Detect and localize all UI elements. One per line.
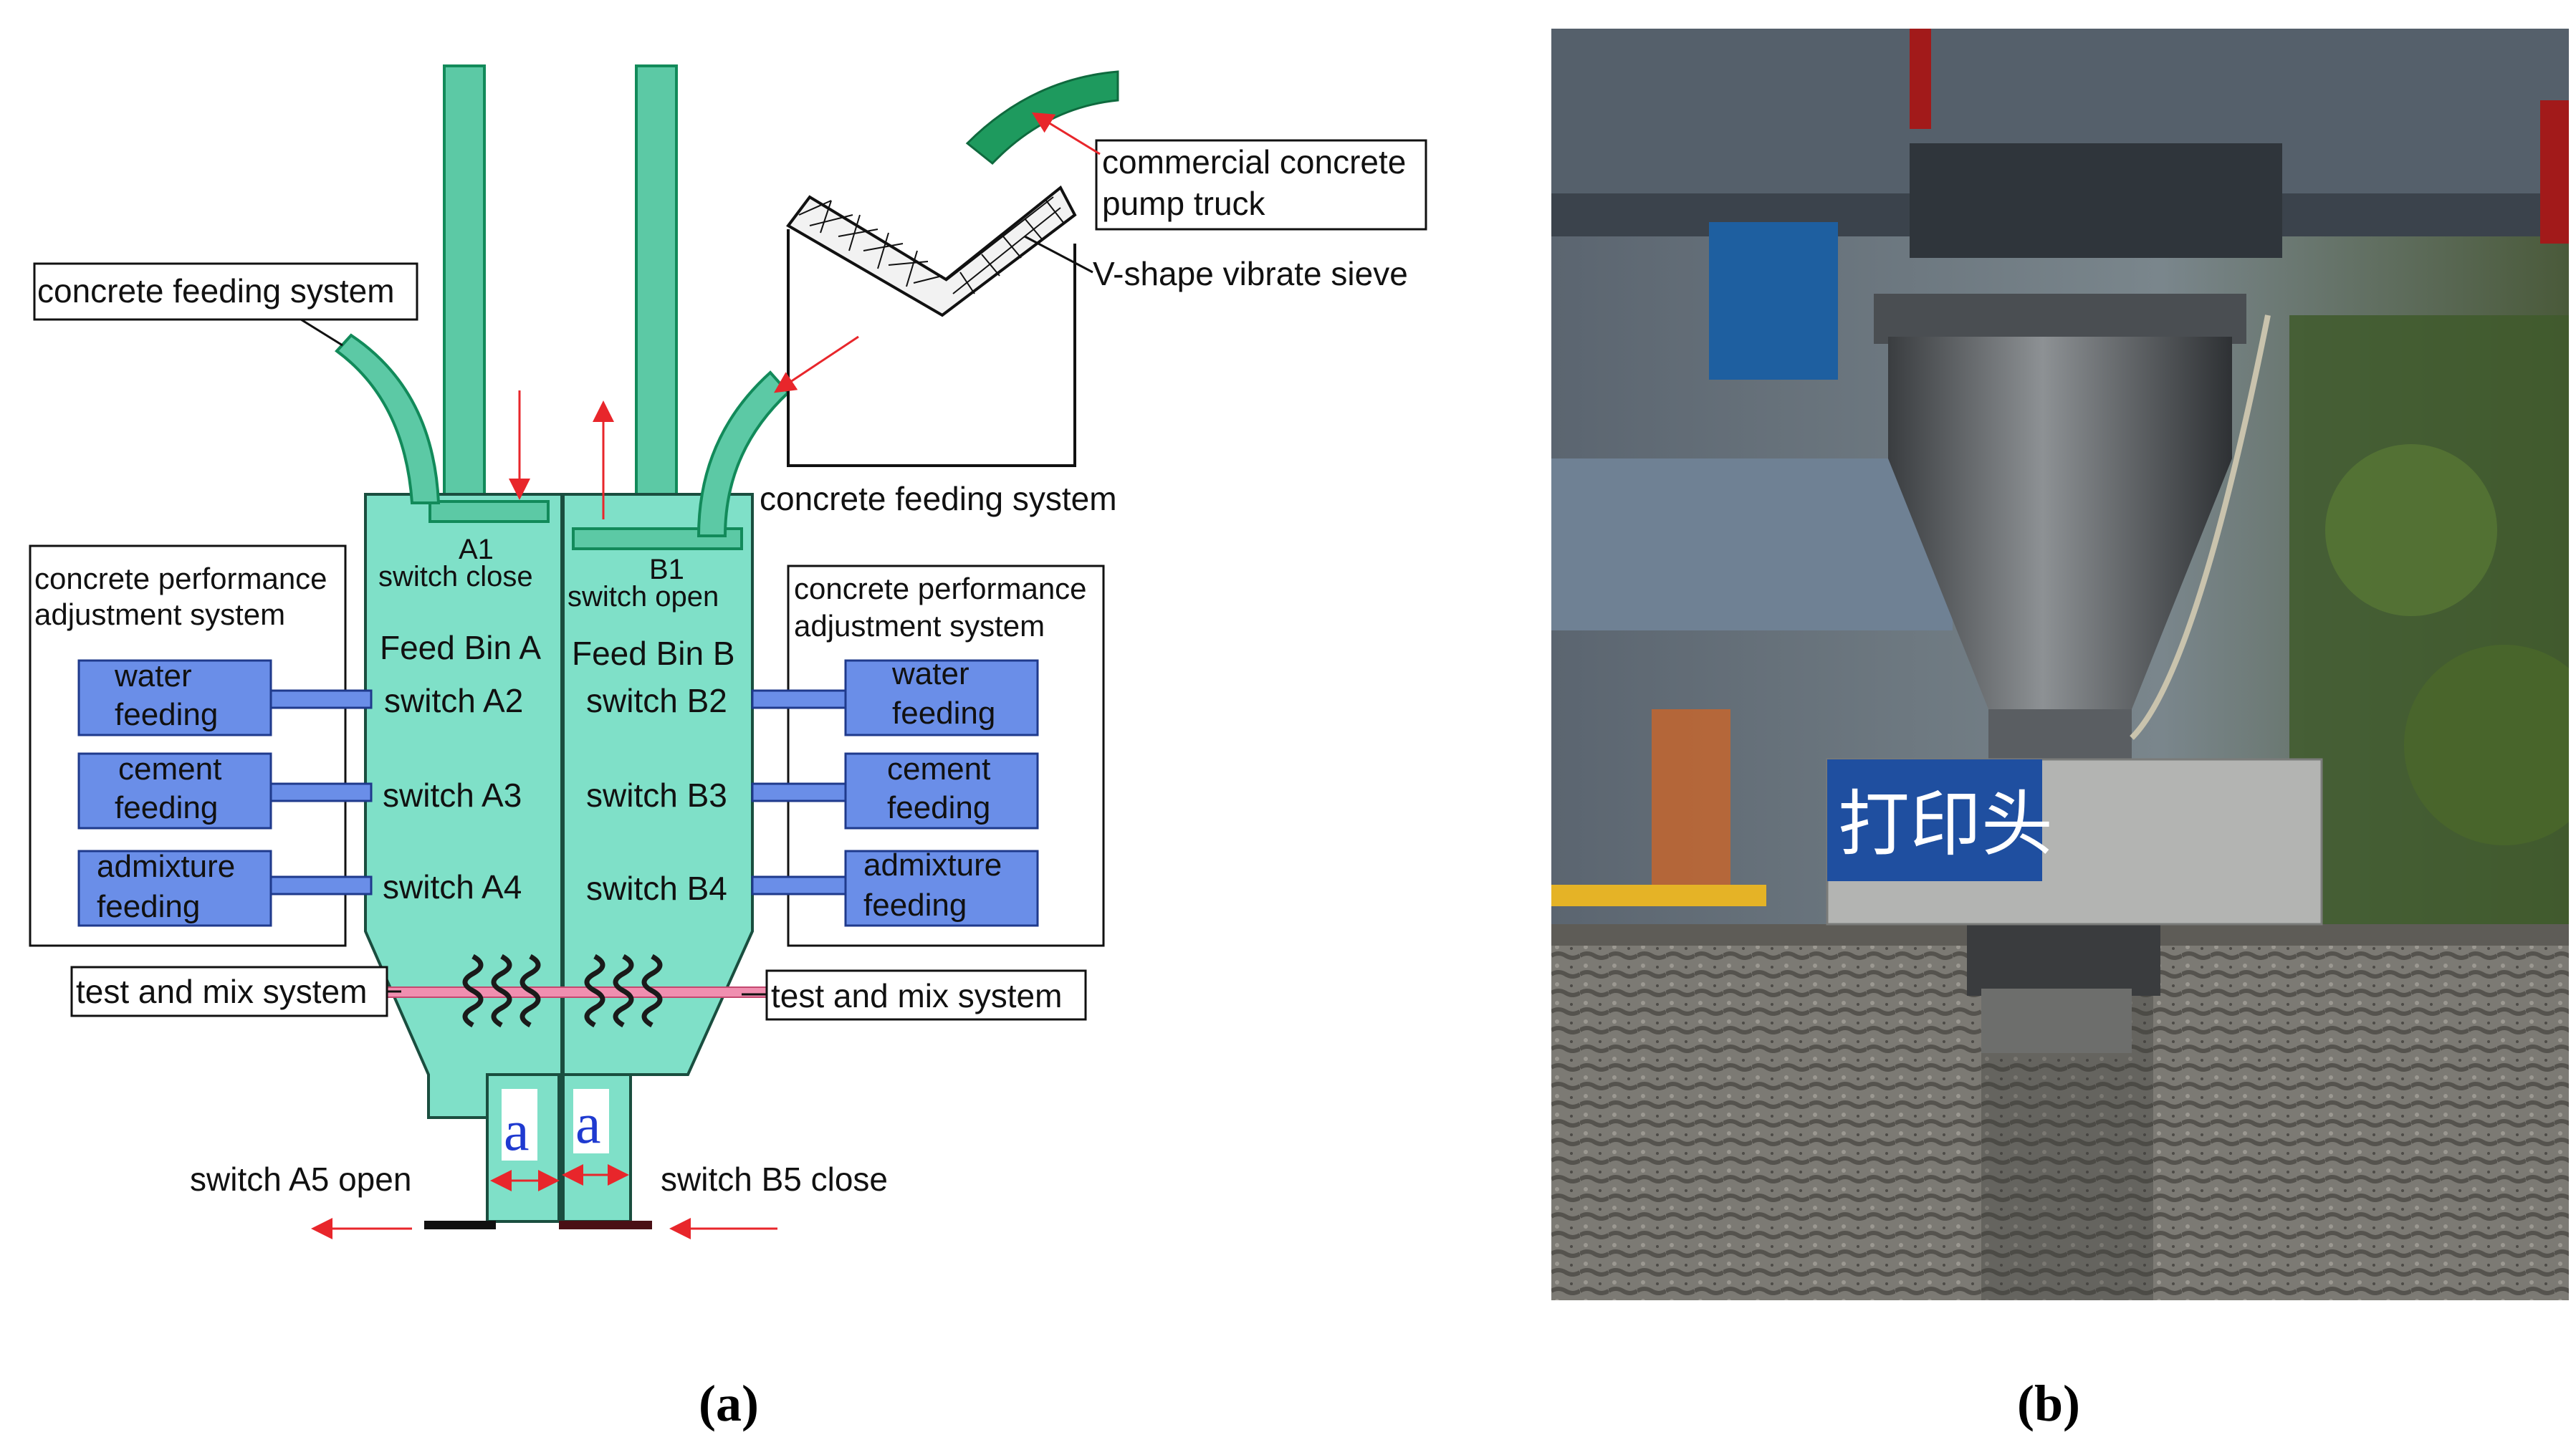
svg-text:feeding: feeding	[97, 889, 200, 924]
label-pump-truck-2: pump truck	[1102, 185, 1266, 222]
label-concrete-feeding-right: concrete feeding system	[760, 480, 1117, 517]
label-test-mix-right: test and mix system	[771, 977, 1062, 1014]
caption-a: (a)	[699, 1375, 759, 1432]
svg-text:cement: cement	[118, 751, 221, 787]
cement-feeding-left: cement feeding	[77, 751, 272, 830]
mix-band	[365, 986, 767, 998]
label-feed-bin-a: Feed Bin A	[380, 629, 541, 666]
perf-adjust-box-left	[29, 544, 347, 947]
mixer-springs	[462, 954, 663, 1028]
svg-text:feeding: feeding	[863, 888, 967, 923]
label-perf-left-2: adjustment system	[34, 597, 285, 631]
switch-a5-plate	[424, 1221, 496, 1229]
svg-text:water: water	[114, 658, 192, 693]
svg-text:cement: cement	[887, 751, 990, 787]
label-perf-right-2: adjustment system	[794, 609, 1045, 643]
label-switch-a2: switch A2	[384, 682, 523, 719]
label-test-mix-left: test and mix system	[76, 973, 367, 1010]
svg-text:feeding: feeding	[892, 696, 995, 731]
test-mix-right-box	[765, 969, 1087, 1021]
supply-pipe-b	[635, 64, 678, 504]
label-switch-a3: switch A3	[383, 777, 522, 814]
admixture-feeding-left: admixture feeding	[77, 849, 272, 927]
perf-adjust-box-right	[787, 565, 1105, 947]
v-sieve-mesh	[786, 185, 1077, 317]
water-feeding-right: water feeding	[844, 656, 1039, 736]
label-b1-switch: switch open	[568, 581, 719, 613]
label-perf-left-1: concrete performance	[34, 562, 327, 595]
label-switch-a4: switch A4	[383, 868, 522, 906]
print-head-photo: 打印头	[1551, 29, 2569, 1300]
label-switch-b5: switch B5 close	[661, 1161, 888, 1198]
svg-text:admixture: admixture	[863, 847, 1002, 883]
feed-bin-diagram: water feeding cement feeding admixture f…	[29, 64, 1427, 1239]
svg-text:admixture: admixture	[97, 849, 235, 884]
test-mix-left-box	[70, 966, 388, 1017]
print-head-sign-text: 打印头	[1838, 784, 2053, 865]
svg-text:feeding: feeding	[887, 790, 990, 825]
label-feed-bin-b: Feed Bin B	[572, 635, 735, 672]
label-concrete-feeding-left: concrete feeding system	[37, 272, 395, 309]
v-sieve-box	[787, 229, 1076, 467]
label-a1-switch: switch close	[378, 561, 533, 592]
label-switch-b2: switch B2	[586, 682, 727, 719]
switch-b1-plate	[572, 527, 743, 550]
water-feeding-left: water feeding	[77, 658, 272, 736]
print-head-sign	[1827, 759, 2042, 881]
label-b1: B1	[649, 554, 684, 585]
pump-truck-box	[1095, 139, 1427, 231]
switch-b5-plate	[559, 1221, 652, 1229]
feed-pipe-left	[335, 333, 441, 504]
cement-feeding-right: cement feeding	[844, 751, 1039, 830]
caption-b: (b)	[2017, 1375, 2080, 1432]
admixture-feeding-right: admixture feeding	[844, 847, 1039, 927]
svg-text:feeding: feeding	[115, 697, 218, 732]
svg-text:water: water	[891, 656, 969, 691]
concrete-feeding-left-box	[33, 262, 418, 321]
label-switch-a5: switch A5 open	[190, 1161, 411, 1198]
label-nozzle-b: a	[575, 1093, 601, 1156]
supply-pipe-a	[443, 64, 486, 504]
svg-text:feeding: feeding	[115, 790, 218, 825]
label-a1: A1	[459, 534, 494, 565]
label-switch-b4: switch B4	[586, 870, 727, 907]
label-switch-b3: switch B3	[586, 777, 727, 814]
label-perf-right-1: concrete performance	[794, 572, 1087, 605]
label-v-sieve: V-shape vibrate sieve	[1093, 255, 1408, 292]
label-pump-truck-1: commercial concrete	[1102, 143, 1406, 181]
switch-a1-plate	[428, 500, 550, 523]
label-nozzle-a: a	[504, 1100, 530, 1163]
